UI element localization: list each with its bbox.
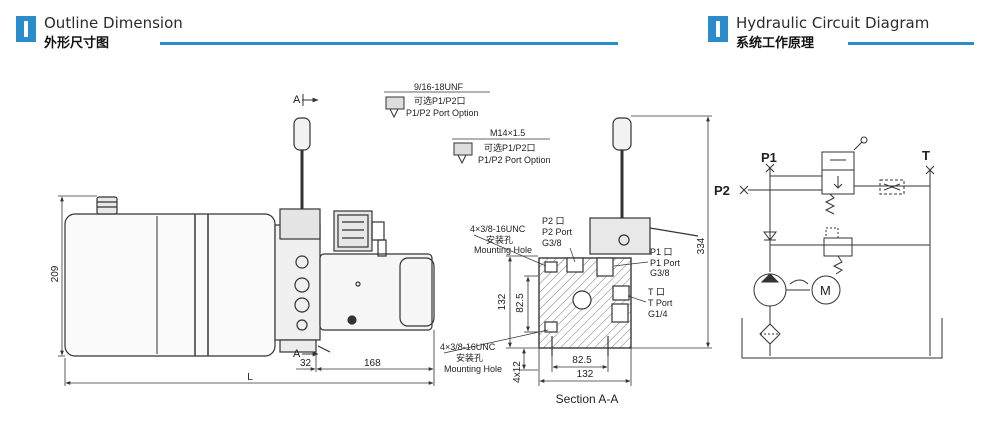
dim-209: 209 bbox=[50, 195, 97, 357]
circuit-title-cn: 系统工作原理 bbox=[736, 36, 815, 51]
svg-text:P2 Port: P2 Port bbox=[542, 227, 573, 237]
outline-header-rule bbox=[160, 42, 618, 45]
svg-text:82.5: 82.5 bbox=[572, 355, 592, 366]
outline-dimension-header: Outline Dimension 外形尺寸图 bbox=[16, 14, 621, 51]
port-option-m14: M14×1.5 可选P1/P2口 P1/P2 Port Option bbox=[452, 128, 551, 165]
section-marker-bottom: A bbox=[293, 348, 319, 360]
relief-valve bbox=[823, 237, 853, 257]
reservoir-symbol bbox=[741, 318, 943, 359]
outline-title-en: Outline Dimension bbox=[44, 14, 183, 32]
svg-text:G1/4: G1/4 bbox=[648, 309, 668, 319]
svg-text:209: 209 bbox=[50, 265, 61, 282]
mounting-hole-top: 4×3/8-16UNC 安装孔 Mounting Hole bbox=[470, 224, 547, 267]
motor-symbol bbox=[811, 275, 841, 305]
svg-text:9/16-18UNF: 9/16-18UNF bbox=[414, 82, 464, 92]
svg-text:T Port: T Port bbox=[648, 298, 673, 308]
svg-text:132: 132 bbox=[577, 369, 594, 380]
svg-text:安装孔: 安装孔 bbox=[486, 234, 513, 245]
electric-motor bbox=[319, 253, 433, 331]
section-marker-top: A bbox=[293, 94, 319, 106]
oil-tank bbox=[64, 213, 276, 357]
t-port-callout: T 口 T Port G1/4 bbox=[627, 287, 673, 319]
circuit-title-en: Hydraulic Circuit Diagram bbox=[736, 14, 930, 32]
svg-text:T 口: T 口 bbox=[648, 287, 665, 297]
dim-L: L bbox=[64, 330, 435, 386]
circuit-motor-label: M bbox=[820, 283, 831, 298]
svg-text:A: A bbox=[293, 94, 301, 106]
svg-text:G3/8: G3/8 bbox=[650, 268, 670, 278]
circuit-diagram-header: Hydraulic Circuit Diagram 系统工作原理 bbox=[708, 14, 978, 51]
side-view bbox=[64, 117, 435, 357]
filler-cap bbox=[96, 196, 118, 215]
svg-text:安装孔: 安装孔 bbox=[456, 352, 483, 363]
svg-text:M14×1.5: M14×1.5 bbox=[490, 128, 525, 138]
svg-text:P1/P2 Port Option: P1/P2 Port Option bbox=[478, 155, 551, 165]
svg-text:Mounting Hole: Mounting Hole bbox=[474, 245, 532, 255]
port-cross-icon bbox=[739, 163, 935, 195]
dim-82-5-horizontal: 82.5 bbox=[551, 355, 609, 372]
dim-334: 334 bbox=[631, 115, 712, 349]
svg-text:4×3/8-16UNC: 4×3/8-16UNC bbox=[470, 224, 526, 234]
svg-text:G3/8: G3/8 bbox=[542, 238, 562, 248]
section-aa-title: Section A-A bbox=[556, 392, 619, 406]
svg-text:P1 Port: P1 Port bbox=[650, 258, 681, 268]
svg-text:Mounting Hole: Mounting Hole bbox=[444, 364, 502, 374]
dim-82-5-vertical: 82.5 bbox=[515, 275, 538, 333]
circuit-p1-label: P1 bbox=[761, 150, 777, 165]
svg-text:L: L bbox=[247, 372, 253, 383]
dim-168: 168 bbox=[316, 358, 434, 371]
svg-text:P2 口: P2 口 bbox=[542, 216, 565, 226]
svg-text:4×3/8-16UNC: 4×3/8-16UNC bbox=[440, 342, 496, 352]
circuit-p2-label: P2 bbox=[714, 183, 730, 198]
svg-text:168: 168 bbox=[364, 358, 381, 369]
circuit-t-label: T bbox=[922, 148, 930, 163]
svg-text:A: A bbox=[293, 348, 301, 360]
svg-text:可选P1/P2口: 可选P1/P2口 bbox=[484, 142, 536, 153]
svg-text:P1/P2 Port Option: P1/P2 Port Option bbox=[406, 108, 479, 118]
mounting-hole-bottom: 4×3/8-16UNC 安装孔 Mounting Hole bbox=[440, 329, 549, 374]
dim-32: 32 bbox=[296, 352, 317, 372]
svg-text:可选P1/P2口: 可选P1/P2口 bbox=[414, 95, 466, 106]
port-option-unf: 9/16-18UNF 可选P1/P2口 P1/P2 Port Option bbox=[384, 82, 490, 119]
dim-132-horizontal: 132 bbox=[538, 348, 632, 386]
dim-4x12: 4x12 bbox=[512, 348, 538, 383]
circuit-header-rule bbox=[848, 42, 974, 45]
hydraulic-circuit bbox=[741, 136, 943, 359]
svg-text:82.5: 82.5 bbox=[515, 293, 526, 313]
section-badge-icon bbox=[16, 16, 36, 42]
p1-port-callout: P1 口 P1 Port G3/8 bbox=[613, 247, 681, 278]
outline-title-cn: 外形尺寸图 bbox=[44, 36, 110, 51]
section-aa-view bbox=[538, 117, 699, 356]
svg-text:4x12: 4x12 bbox=[512, 361, 523, 383]
svg-text:334: 334 bbox=[696, 237, 707, 254]
svg-text:132: 132 bbox=[497, 293, 508, 310]
p2-port-callout: P2 口 P2 Port G3/8 bbox=[542, 216, 576, 263]
svg-text:P1 口: P1 口 bbox=[650, 247, 673, 257]
section-badge-icon bbox=[708, 16, 728, 42]
svg-text:32: 32 bbox=[300, 358, 312, 369]
